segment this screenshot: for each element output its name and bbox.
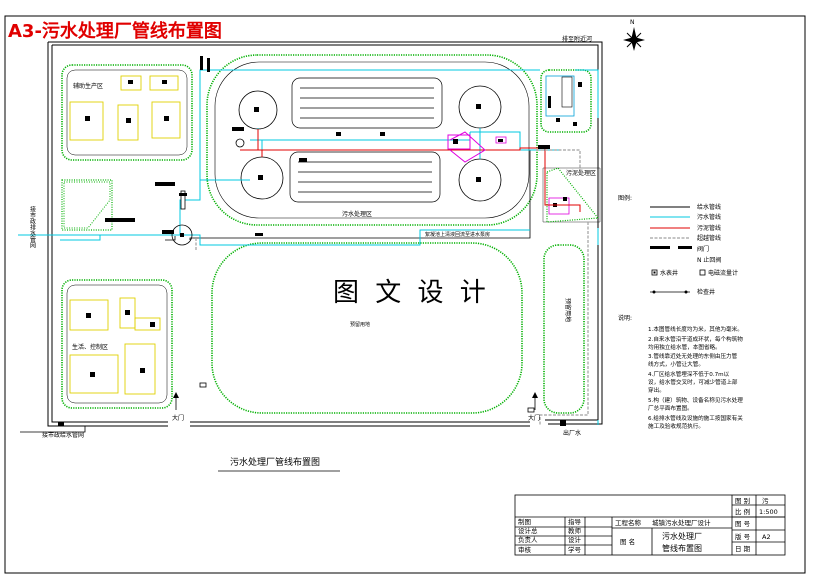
- tb-right-label: 日 期: [735, 545, 751, 553]
- tb-left-row: 制图: [518, 517, 531, 526]
- sub-caption: 污水处理厂管线布置图: [230, 456, 320, 468]
- reserved-label-right: 预留用地: [564, 298, 572, 322]
- outfall-building: 排至附近河: [540, 35, 592, 133]
- sewage-treatment-zone: 污水处理区: [206, 54, 538, 226]
- title-block-text: 制图 设计总 负责人 审核 指导 教师 设计 学号 工程名称 城镇污水处理厂设计…: [518, 496, 778, 554]
- tb-mid-row: 教师: [568, 526, 582, 535]
- tb-right-label: 比 例: [735, 507, 750, 516]
- legend-item-8: 检查井: [697, 288, 715, 296]
- tb-project-name: 城镇污水处理厂设计: [652, 518, 711, 527]
- outflow-label: 出厂水: [563, 429, 581, 437]
- water-supply-label: 接市政给水管网: [42, 431, 84, 439]
- tb-right-label: 版 号: [735, 532, 751, 541]
- note-line: 穿出。: [648, 386, 665, 394]
- reserved-label-center: 预留用地: [350, 321, 370, 328]
- tb-right-label: 图 号: [735, 520, 751, 528]
- green-triangle: [63, 181, 111, 229]
- note-line: 3.管线靠近处无处理的东侧由压力管: [648, 352, 738, 360]
- title-block: [514, 494, 786, 556]
- note-line: 4.厂区给水管埋深不低于0.7m以: [648, 370, 730, 378]
- admin-control-zone: 生活、控制区: [61, 279, 173, 409]
- legend-item-7: 电磁流量计: [708, 269, 738, 277]
- tb-left-row: 负责人: [518, 535, 538, 544]
- legend-item-1: 污水管线: [697, 213, 721, 221]
- pipe-route-note: 絮凝池上清液回流至进水泵房: [425, 231, 490, 238]
- legend-item-3: 超越管线: [697, 234, 721, 242]
- watermark: 图 文 设 计: [333, 278, 490, 308]
- tb-drawing-label: 图 名: [620, 537, 635, 546]
- note-line: 设，给水管交叉时，可减少管道上部: [648, 378, 738, 386]
- drainage-pipe-label: 接市政排水管网: [29, 205, 36, 249]
- zone-label-aux: 辅助生产区: [73, 82, 103, 90]
- note-line: 均用独立给水管，本图省略。: [648, 343, 721, 351]
- tb-left-row: 审核: [518, 545, 532, 554]
- tb-drawing-name-1: 污水处理厂: [662, 531, 702, 541]
- tb-mid-row: 学号: [568, 545, 582, 554]
- tb-right-value: 1:500: [759, 508, 778, 516]
- sheet-border: [4, 15, 806, 574]
- page-title: A3-污水处理厂管线布置图: [8, 20, 222, 42]
- north-arrow-icon: N: [623, 19, 645, 51]
- tb-right-value: 污: [762, 497, 769, 505]
- legend: 图例: 给水管线 污水管线 污泥管线 超越管线 阀门 N 止回阀 水表井 电磁流…: [618, 194, 738, 296]
- note-line: 线方式，小管让大管。: [648, 360, 704, 368]
- aux-production-zone: 辅助生产区: [61, 64, 193, 161]
- note-line: 施工及验收规范执行。: [648, 422, 704, 430]
- side-gate-label: 大门: [528, 414, 540, 422]
- site-boundary: [47, 41, 603, 427]
- note-line: 2.自来水管沿干道成环状，每个构筑物: [648, 335, 743, 343]
- drainage-label: 接市政排水管网: [29, 205, 36, 249]
- zone-label-sludge: 污泥处理区: [566, 169, 596, 177]
- legend-item-4: 阀门: [697, 245, 709, 253]
- legend-title: 图例:: [618, 194, 632, 202]
- note-line: 厂总平面布置图。: [648, 404, 693, 412]
- notes: 说明: 1.本图管线长度均为米，其他为毫米。 2.自来水管沿干道成环状，每个构筑…: [618, 314, 743, 430]
- tb-right-value: A2: [762, 533, 771, 541]
- sludge-treatment-zone: 污泥处理区: [542, 167, 601, 223]
- pipelines: [18, 69, 599, 433]
- notes-title: 说明:: [618, 314, 632, 322]
- tb-left-row: 设计总: [518, 526, 538, 535]
- legend-item-2: 污泥管线: [697, 224, 721, 232]
- zone-label-admin: 生活、控制区: [72, 343, 108, 351]
- tb-project-label: 工程名称: [615, 518, 642, 527]
- main-gate-label: 大门: [172, 414, 184, 422]
- tb-right-label: 图 别: [735, 496, 750, 505]
- legend-item-0: 给水管线: [697, 203, 721, 211]
- tb-mid-row: 设计: [568, 535, 582, 544]
- legend-item-6: 水表井: [660, 269, 678, 277]
- zone-label-sewage: 污水处理区: [342, 210, 372, 218]
- central-green: 图 文 设 计 预留用地: [211, 242, 523, 414]
- note-line: 1.本图管线长度均为米，其他为毫米。: [648, 325, 743, 333]
- note-line: 5.构（建）筑物、设备名称见污水处理: [648, 396, 743, 404]
- green-belt-left: [61, 179, 113, 231]
- north-label: N: [630, 19, 635, 26]
- pipe-equipment: [58, 56, 566, 426]
- outfall-label: 排至附近河: [562, 35, 592, 43]
- reserved-strip: 预留用地: [543, 244, 585, 414]
- tb-mid-row: 指导: [568, 517, 582, 526]
- legend-item-5: N 止回阀: [697, 256, 721, 264]
- tb-drawing-name-2: 管线布置图: [662, 543, 702, 553]
- note-line: 6.给排水管线及设施的施工按国家有关: [648, 414, 743, 422]
